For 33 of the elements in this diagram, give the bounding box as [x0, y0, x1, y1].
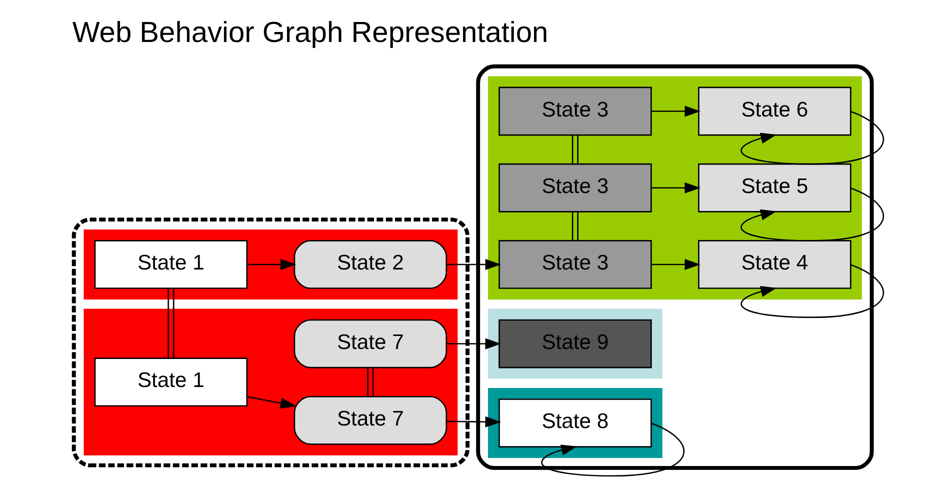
connector: [168, 288, 174, 358]
arrow: [247, 396, 296, 409]
cluster: [84, 229, 458, 300]
arrow: [652, 258, 701, 270]
arrow: [446, 338, 502, 350]
node-box: State 5: [698, 163, 852, 212]
cluster: [72, 218, 470, 468]
node-box: State 7: [294, 319, 448, 368]
arrow: [652, 182, 701, 194]
node-box: State 1: [94, 358, 248, 407]
connector: [367, 368, 374, 396]
arrow: [446, 416, 502, 428]
cluster: [488, 388, 662, 458]
node-box: State 8: [498, 398, 652, 448]
cluster: [488, 76, 862, 300]
node-box: State 2: [294, 240, 448, 289]
node-box: State 9: [498, 319, 652, 368]
node-box: State 3: [498, 240, 652, 289]
node-box: State 6: [698, 86, 852, 136]
connector: [572, 135, 578, 164]
node-box: State 7: [294, 396, 448, 445]
diagram-title: Web Behavior Graph Representation: [72, 17, 548, 50]
arrow: [446, 258, 502, 270]
node-box: State 4: [698, 240, 852, 289]
arrow: [247, 258, 296, 270]
node-box: State 3: [498, 86, 652, 136]
arrow: [652, 106, 701, 117]
node-box: State 3: [498, 163, 652, 212]
node-box: State 1: [94, 240, 248, 289]
connector: [572, 212, 578, 241]
cluster: [476, 64, 874, 470]
cluster: [488, 308, 662, 379]
cluster: [84, 308, 458, 456]
